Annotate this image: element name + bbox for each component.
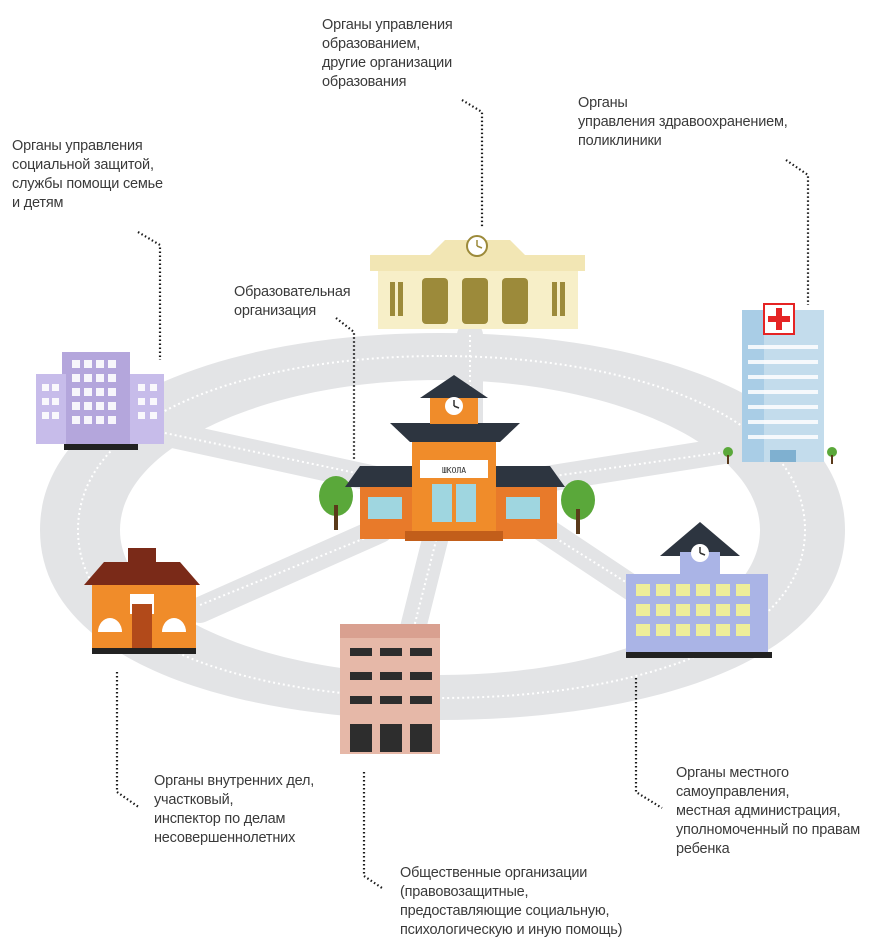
label-line: организация [234, 303, 317, 319]
label-health-authorities: Органы управления здравоохранением, поли… [578, 94, 788, 151]
label-line: управления здравоохранением, [578, 114, 788, 130]
label-line: самоуправления, [676, 784, 790, 800]
label-education-authorities: Органы управления образованием, другие о… [322, 16, 453, 92]
town-hall-icon [626, 522, 772, 658]
label-line: социальной защитой, [12, 157, 154, 173]
leader-social [137, 231, 162, 360]
label-public-organizations: Общественные организации (правовозащитны… [400, 864, 622, 940]
label-line: Образовательная [234, 284, 351, 300]
label-line: Общественные организации [400, 865, 588, 881]
leader-education [461, 99, 484, 228]
label-internal-affairs: Органы внутренних дел, участковый, инспе… [154, 772, 314, 848]
leader-school [335, 317, 356, 460]
label-educational-organization: Образовательная организация [234, 283, 351, 321]
leader-public [362, 772, 383, 889]
label-line: психологическую и иную помощь) [400, 922, 623, 938]
label-line: Органы управления [12, 138, 143, 154]
school-sign: ШКОЛА [442, 466, 466, 475]
label-local-government: Органы местного самоуправления, местная … [676, 764, 860, 859]
label-line: Органы внутренних дел, [154, 773, 315, 789]
police-station-icon [84, 548, 200, 654]
label-line: образования [322, 74, 407, 90]
hospital-building-icon [723, 303, 837, 464]
university-building-icon [370, 235, 585, 329]
label-line: поликлиники [578, 133, 662, 149]
label-line: местная администрация, [676, 803, 841, 819]
label-line: предоставляющие социальную, [400, 903, 610, 919]
leader-lines [115, 99, 810, 889]
leader-police [115, 672, 141, 809]
label-line: несовершеннолетних [154, 830, 296, 846]
leader-health [785, 159, 810, 305]
label-line: Органы управления [322, 17, 453, 33]
label-line: ребенка [676, 841, 730, 857]
label-line: (правовозащитные, [400, 884, 529, 900]
label-line: уполномоченный по правам [676, 822, 860, 838]
label-line: Органы местного [676, 765, 789, 781]
tree-icon [561, 480, 595, 534]
label-social-protection: Органы управления социальной защитой, сл… [12, 137, 163, 213]
label-line: и детям [12, 195, 64, 211]
tree-icon [319, 476, 353, 530]
public-organization-building-icon [340, 624, 440, 754]
label-line: службы помощи семье [12, 176, 163, 192]
label-line: Органы [578, 95, 628, 111]
label-line: образованием, [322, 36, 421, 52]
school-building-icon: ШКОЛА [319, 375, 595, 541]
social-services-building-icon [36, 352, 164, 450]
label-line: другие организации [322, 55, 452, 71]
label-line: инспектор по делам [154, 811, 286, 827]
label-line: участковый, [154, 792, 234, 808]
